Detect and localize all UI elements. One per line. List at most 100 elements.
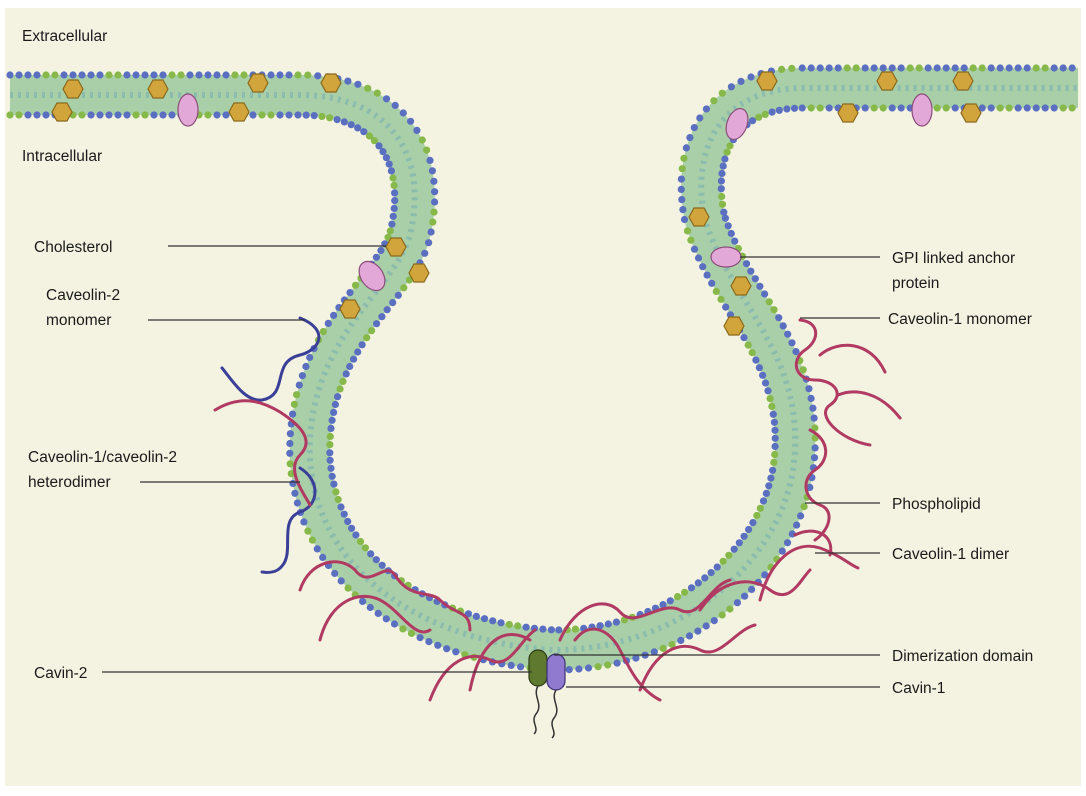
lipid-head xyxy=(346,289,353,296)
lipid-head xyxy=(683,144,690,151)
lipid-head xyxy=(695,254,702,261)
lipid-head xyxy=(293,391,300,398)
lipid-head xyxy=(862,104,869,111)
lipid-head xyxy=(679,165,686,172)
lipid-head xyxy=(988,104,995,111)
lipid-head xyxy=(767,475,774,482)
lipid-head xyxy=(778,66,785,73)
lipid-head xyxy=(703,105,710,112)
label-caveolin-2-monomer-line2: monomer xyxy=(46,312,111,329)
lipid-head xyxy=(430,209,437,216)
lipid-head xyxy=(719,90,726,97)
lipid-head xyxy=(391,620,398,627)
gpi-protein xyxy=(912,94,932,126)
lipid-head xyxy=(204,71,211,78)
lipid-head xyxy=(907,64,914,71)
lipid-head xyxy=(731,546,738,553)
lipid-head xyxy=(367,604,374,611)
lipid-head xyxy=(770,411,777,418)
lipid-head xyxy=(793,522,800,529)
lipid-head xyxy=(572,626,579,633)
lipid-head xyxy=(780,322,787,329)
lipid-head xyxy=(737,78,744,85)
lipid-head xyxy=(177,71,184,78)
lipid-head xyxy=(267,111,274,118)
label-heterodimer-line2: heterodimer xyxy=(28,474,111,491)
cholesterol-molecule xyxy=(229,103,249,121)
lipid-head xyxy=(240,71,247,78)
lipid-head xyxy=(1015,64,1022,71)
lipid-head xyxy=(159,111,166,118)
lipid-head xyxy=(348,525,355,532)
lipid-head xyxy=(330,481,337,488)
lipid-head xyxy=(809,405,816,412)
lipid-head xyxy=(379,148,386,155)
lipid-head xyxy=(1060,64,1067,71)
lipid-head xyxy=(717,296,724,303)
lipid-head xyxy=(708,569,715,576)
lipid-head xyxy=(660,645,667,652)
lipid-head xyxy=(835,64,842,71)
lipid-head xyxy=(375,610,382,617)
lipid-head xyxy=(383,615,390,622)
lipid-head xyxy=(384,306,391,313)
lipid-head xyxy=(231,71,238,78)
lipid-head xyxy=(357,538,364,545)
lipid-head xyxy=(150,71,157,78)
lipid-head xyxy=(105,111,112,118)
lipid-head xyxy=(805,385,812,392)
cholesterol-molecule xyxy=(689,208,709,226)
lipid-head xyxy=(429,219,436,226)
label-phospholipid: Phospholipid xyxy=(892,496,981,513)
lipid-head xyxy=(294,71,301,78)
lipid-head xyxy=(114,71,121,78)
lipid-head xyxy=(78,111,85,118)
lipid-head xyxy=(797,512,804,519)
lipid-head xyxy=(373,320,380,327)
lipid-head xyxy=(168,111,175,118)
lipid-head xyxy=(772,443,779,450)
lipid-head xyxy=(952,104,959,111)
lipid-head xyxy=(413,127,420,134)
lipid-head xyxy=(844,64,851,71)
lipid-head xyxy=(713,288,720,295)
lipid-head xyxy=(686,134,693,141)
lipid-head xyxy=(222,111,229,118)
lipid-head xyxy=(771,427,778,434)
lipid-head xyxy=(1069,104,1076,111)
lipid-head xyxy=(812,444,819,451)
lipid-head xyxy=(764,387,771,394)
lipid-head xyxy=(419,136,426,143)
lipid-head xyxy=(988,64,995,71)
lipid-head xyxy=(719,611,726,618)
lipid-head xyxy=(159,71,166,78)
lipid-head xyxy=(997,104,1004,111)
lipid-head xyxy=(889,64,896,71)
cholesterol-molecule xyxy=(838,104,858,122)
lipid-head xyxy=(287,430,294,437)
lipid-head xyxy=(258,111,265,118)
lipid-head xyxy=(826,104,833,111)
lipid-head xyxy=(341,118,348,125)
cholesterol-molecule xyxy=(63,80,83,98)
lipid-head xyxy=(710,97,717,104)
label-cholesterol: Cholesterol xyxy=(34,239,112,256)
lipid-head xyxy=(979,64,986,71)
lipid-head xyxy=(1042,104,1049,111)
lipid-head xyxy=(6,111,13,118)
gpi-protein xyxy=(178,94,198,126)
lipid-head xyxy=(425,638,432,645)
lipid-head xyxy=(434,642,441,649)
lipid-head xyxy=(314,72,321,79)
lipid-head xyxy=(267,71,274,78)
lipid-head xyxy=(1051,104,1058,111)
cholesterol-molecule xyxy=(757,72,777,90)
lipid-head xyxy=(680,155,687,162)
lipid-head xyxy=(720,163,727,170)
lipid-head xyxy=(352,282,359,289)
lipid-head xyxy=(686,632,693,639)
lipid-head xyxy=(811,454,818,461)
lipid-head xyxy=(386,161,393,168)
lipid-head xyxy=(96,111,103,118)
lipid-head xyxy=(695,579,702,586)
